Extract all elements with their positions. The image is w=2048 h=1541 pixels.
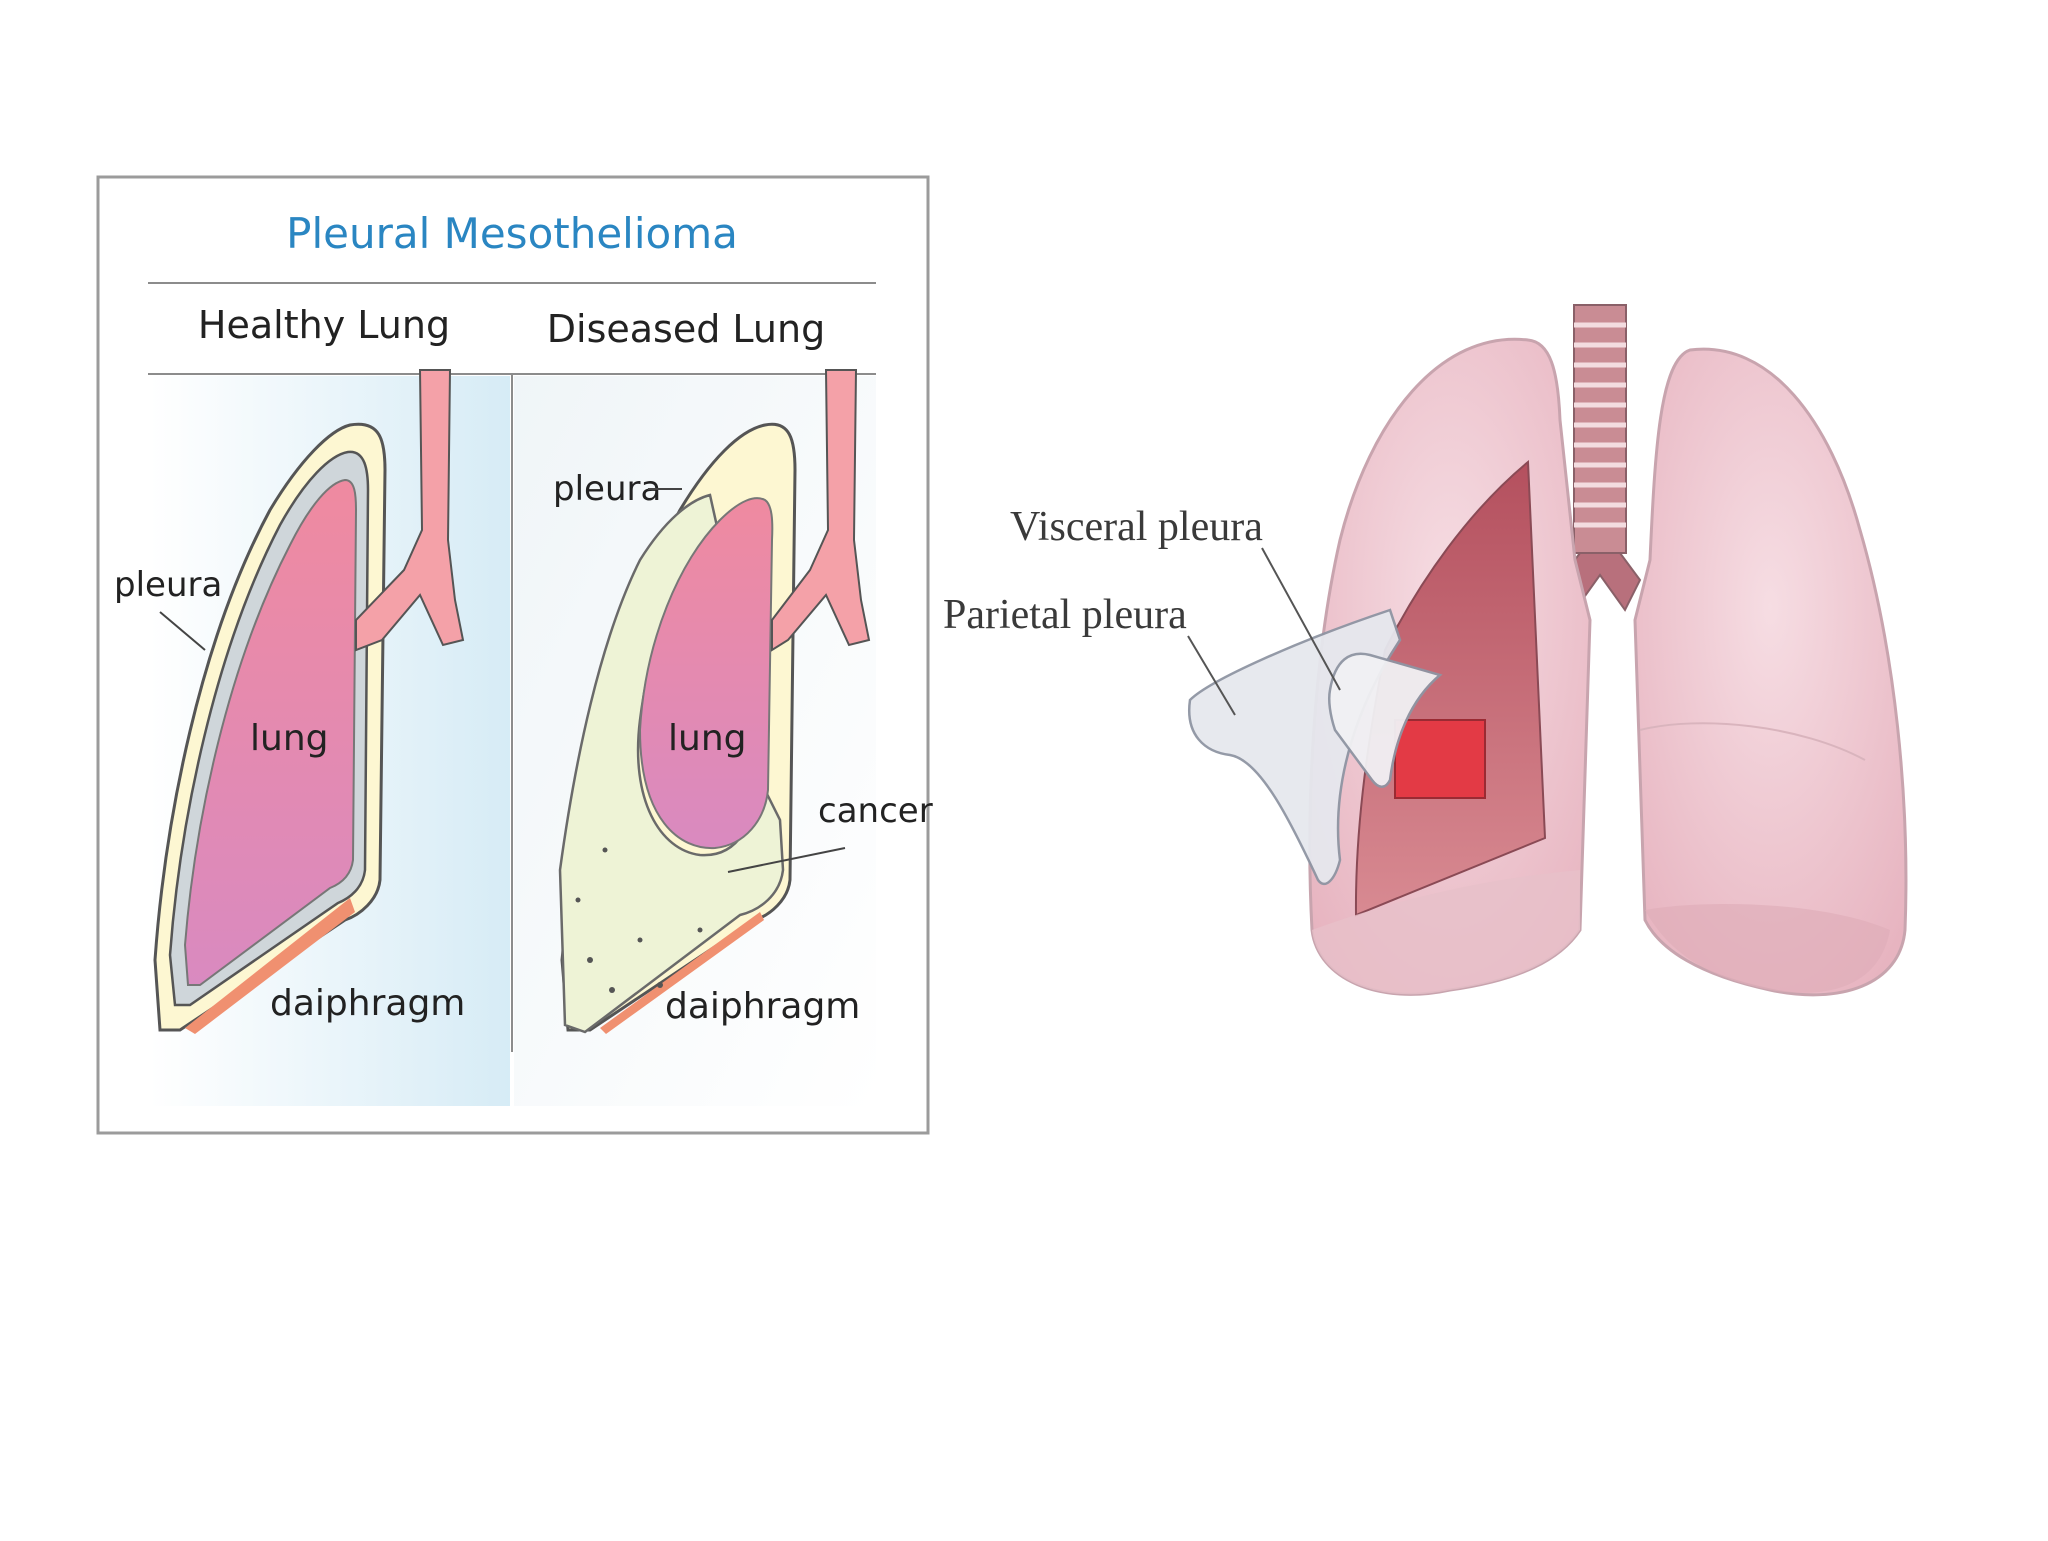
healthy-diaphragm-label: daiphragm <box>270 983 465 1024</box>
mesothelioma-figure: Pleural Mesothelioma Healthy Lung Diseas… <box>98 177 933 1133</box>
cancer-speck <box>698 928 703 933</box>
cancer-speck <box>609 987 615 993</box>
diseased-lung-label: lung <box>668 718 747 759</box>
cancer-speck <box>603 848 608 853</box>
healthy-lung-heading: Healthy Lung <box>198 303 450 347</box>
cancer-speck <box>587 957 593 963</box>
diseased-lung-heading: Diseased Lung <box>547 307 825 351</box>
cancer-speck <box>576 898 581 903</box>
healthy-lung-label: lung <box>250 718 329 759</box>
healthy-pleura-label: pleura <box>114 565 222 605</box>
cancer-speck <box>638 938 643 943</box>
right-lung <box>1635 349 1906 995</box>
figure-title: Pleural Mesothelioma <box>286 209 738 258</box>
tissue-cross-section <box>1395 720 1485 798</box>
cancer-label: cancer <box>818 791 933 831</box>
cancer-speck <box>657 982 663 988</box>
diseased-diaphragm-label: daiphragm <box>665 986 860 1027</box>
diseased-pleura-label: pleura <box>553 469 661 509</box>
parietal-pleura-label: Parietal pleura <box>943 592 1187 638</box>
pleura-anatomy-figure: Visceral pleura Parietal pleura <box>943 305 1906 995</box>
visceral-pleura-label: Visceral pleura <box>1010 504 1263 550</box>
